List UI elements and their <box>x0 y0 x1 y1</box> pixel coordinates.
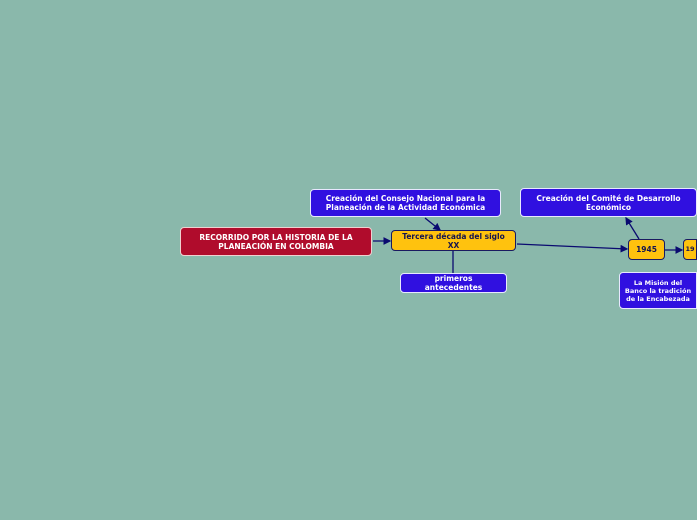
connector <box>625 216 640 240</box>
year-1945-node[interactable]: 1945 <box>628 239 665 260</box>
node-label: La Misión del Banco la tradición de la E… <box>624 278 692 303</box>
node-label: 19 <box>685 245 695 253</box>
tercera-decada-node[interactable]: Tercera década del siglo XX <box>391 230 516 251</box>
node-label: RECORRIDO POR LA HISTORIA DE LA PLANEACI… <box>199 232 353 251</box>
comite-desarrollo-node[interactable]: Creación del Comité de Desarrollo Económ… <box>520 188 697 217</box>
year-next-node[interactable]: 19 <box>683 239 697 260</box>
node-label: Creación del Consejo Nacional para la Pl… <box>325 194 486 212</box>
connector <box>516 243 629 253</box>
root-node[interactable]: RECORRIDO POR LA HISTORIA DE LA PLANEACI… <box>180 227 372 256</box>
connector <box>424 217 442 231</box>
node-label: Tercera década del siglo XX <box>402 231 505 250</box>
node-label: primeros antecedentes <box>424 274 483 292</box>
node-label: 1945 <box>636 245 657 254</box>
primeros-antecedentes-node[interactable]: primeros antecedentes <box>400 273 507 293</box>
consejo-nacional-node[interactable]: Creación del Consejo Nacional para la Pl… <box>310 189 501 217</box>
mision-banco-node[interactable]: La Misión del Banco la tradición de la E… <box>619 272 697 309</box>
node-label: Creación del Comité de Desarrollo Económ… <box>536 193 681 212</box>
